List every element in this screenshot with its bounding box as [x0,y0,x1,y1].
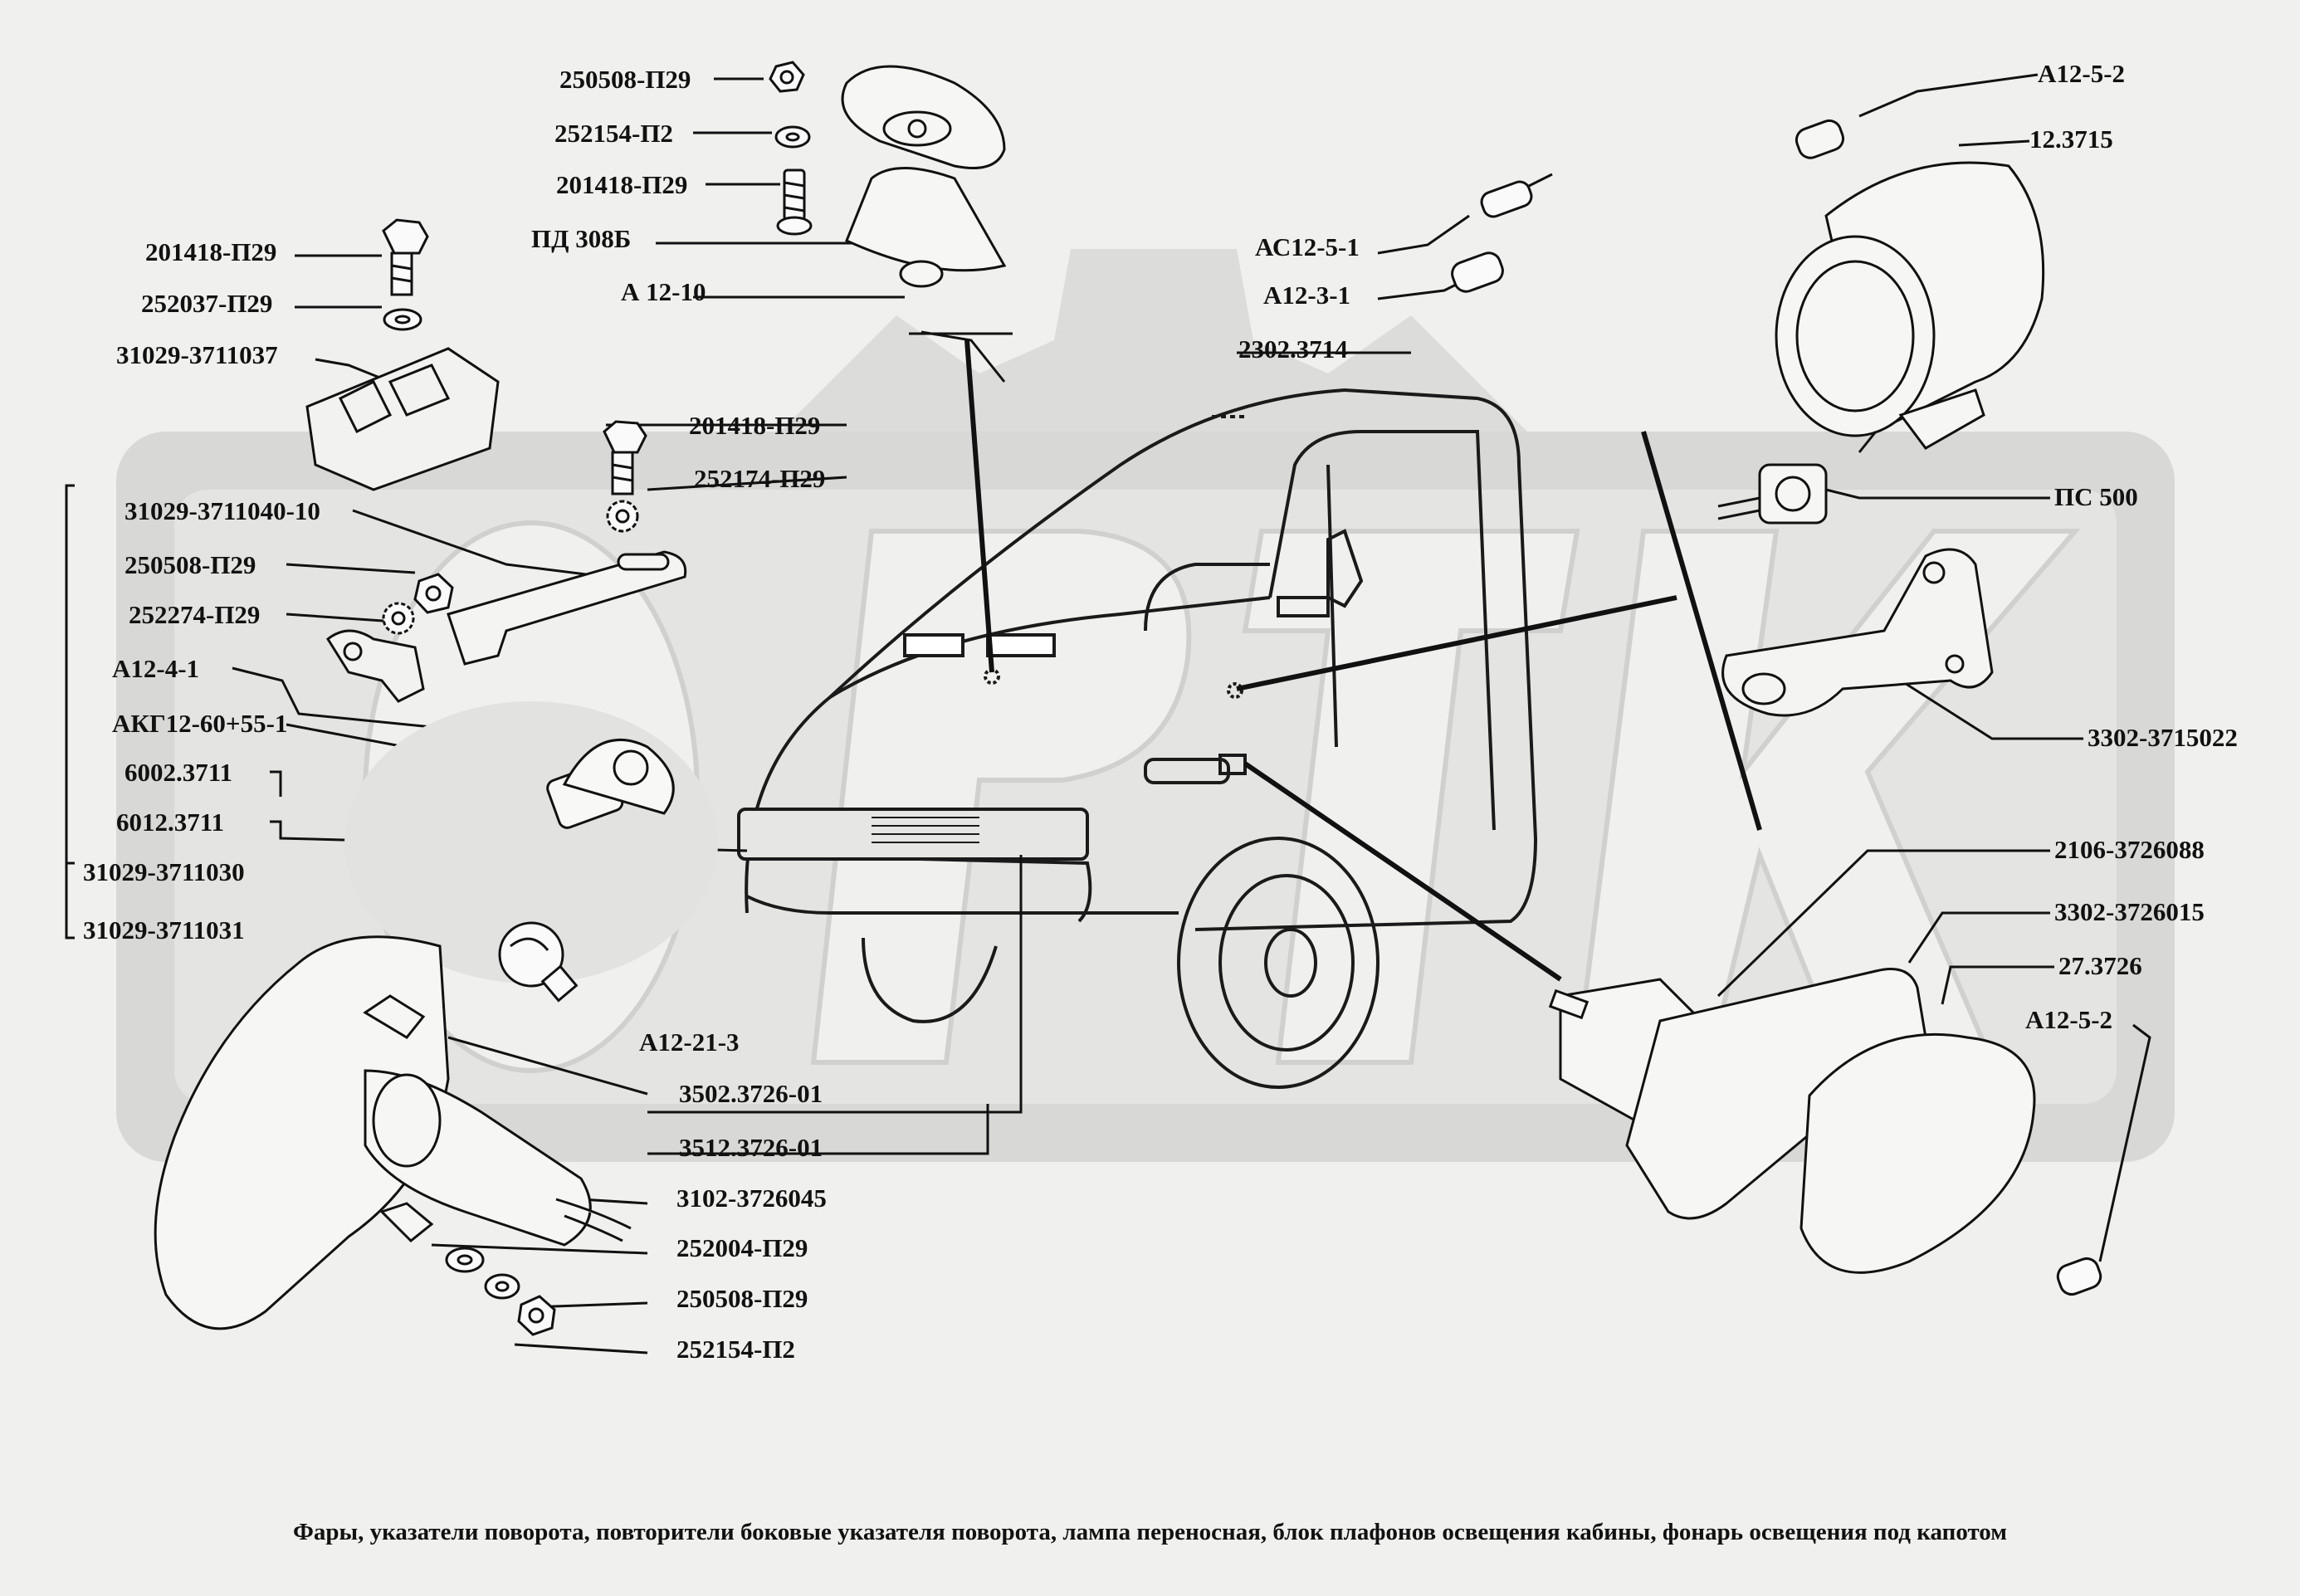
part-nut-2-icon [413,573,454,614]
part-fog-lamp-icon [1775,119,2045,453]
label-252037-p29: 252037-П29 [141,289,273,318]
label-3302-3726015: 3302-3726015 [2054,897,2205,926]
part-washer-3-icon [445,1247,485,1273]
part-bulb-round-icon [498,921,579,1003]
label-250508-p29-top: 250508-П29 [559,65,691,94]
label-201418-p29-mid: 201418-П29 [689,411,821,440]
label-250508-p29-bottom: 250508-П29 [676,1284,808,1313]
part-bolt-2-icon [603,420,647,495]
label-31029-3711040-10: 31029-3711040-10 [125,496,320,525]
label-2302-3714: 2302.3714 [1238,334,1348,364]
part-washer-2-icon [383,308,422,331]
label-31029-3711030: 31029-3711030 [83,857,245,886]
label-252154-p2-top: 252154-П2 [554,119,673,148]
indicator-lines [964,339,1762,982]
part-lamp-bracket-icon [1721,548,1994,717]
label-pd-308b: ПД 308Б [531,224,632,253]
part-bracket-icon [305,347,500,491]
label-3502-3726-01: 3502.3726-01 [679,1079,823,1108]
label-a12-5-2-bottom: А12-5-2 [2025,1005,2113,1034]
part-switch-icon [1717,463,1828,525]
part-washer-icon [774,125,811,149]
part-bolt-icon [382,218,429,296]
label-a12-4-1: А12-4-1 [112,654,200,683]
label-a12-5-2-top: А12-5-2 [2038,59,2126,88]
label-250508-p29-mid: 250508-П29 [125,550,256,579]
label-201418-p29-left: 201418-П29 [145,237,277,266]
label-a12-21-3: А12-21-3 [639,1027,740,1057]
part-clip-icon [326,629,425,703]
part-bulb-cap-icon [1480,173,1553,218]
label-252004-p29: 252004-П29 [676,1233,808,1262]
label-3512-3726-01: 3512.3726-01 [679,1133,823,1162]
part-headlamp-bulb-icon [344,701,718,983]
label-27-3726: 27.3726 [2058,951,2142,980]
label-3302-3715022: 3302-3715022 [2088,723,2238,752]
label-3102-3726045: 3102-3726045 [676,1184,827,1213]
label-a12-10: А 12-10 [621,277,706,306]
label-ps-500: ПС 500 [2054,482,2138,511]
label-as12-5-1: АС12-5-1 [1255,232,1360,261]
label-201418-p29-top: 201418-П29 [556,170,688,199]
label-akg12-60-55-1: АКГ12-60+55-1 [112,709,288,738]
label-31029-3711031: 31029-3711031 [83,915,245,944]
diagram-caption: Фары, указатели поворота, повторители бо… [292,1519,2008,1545]
label-6012-3711: 6012.3711 [116,808,225,837]
label-2106-3726088: 2106-3726088 [2054,835,2205,864]
part-bulb-cap-2-icon [1451,251,1504,293]
part-underhood-lamp-icon [841,65,1007,288]
label-12-3715: 12.3715 [2029,124,2113,154]
part-headlamp-bracket-icon [447,550,687,666]
label-252174-p29: 252174-П29 [694,464,826,493]
label-a12-3-1: А12-3-1 [1263,281,1351,310]
label-6002-3711: 6002.3711 [125,758,233,787]
part-nut-icon [769,61,805,93]
part-washer-4-icon [484,1273,520,1300]
part-screw-icon [776,168,813,236]
part-turn-signal-housing-icon [154,935,632,1330]
part-nut-3-icon [517,1295,556,1336]
van-illustration [737,388,1538,1089]
label-31029-3711037: 31029-3711037 [116,340,278,369]
part-lockwasher-icon [606,500,639,533]
part-bulb-bottom-icon [2056,1257,2102,1296]
label-252274-p29: 252274-П29 [129,600,261,629]
label-252154-p2-bottom: 252154-П2 [676,1335,795,1364]
part-star-washer-icon [382,602,415,635]
part-side-repeater-icon [1548,968,2036,1274]
